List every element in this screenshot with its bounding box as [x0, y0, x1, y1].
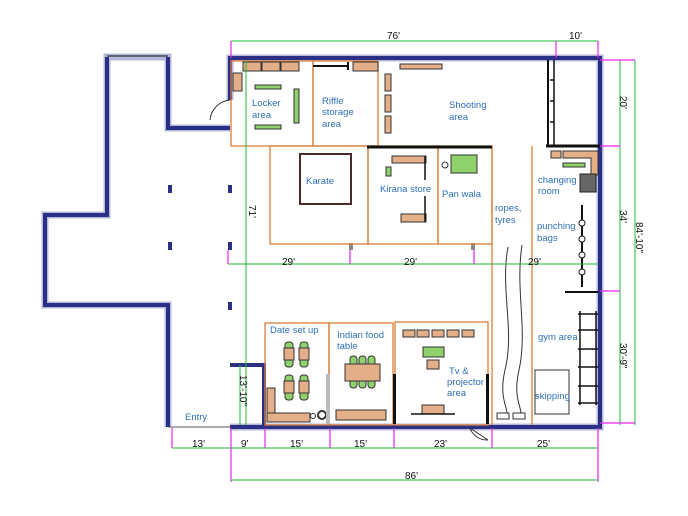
kirana-store-label: Kirana store	[380, 184, 431, 195]
dim-bot-23: 23'	[434, 439, 447, 450]
pan-wala-label: Pan wala	[442, 189, 482, 200]
date-setup-label: Date set up	[270, 325, 319, 336]
dim-top-76: 76'	[387, 31, 400, 42]
room-outlines	[230, 60, 600, 426]
dim-bot-86: 86'	[405, 471, 418, 482]
furniture	[232, 60, 599, 424]
dim-mid-29a: 29'	[282, 257, 295, 268]
dimension-labels: 76' 10' 20' 34' 84'-10" 30'-9" 71' 29' 2…	[192, 31, 644, 482]
dim-bot-9: 9'	[241, 439, 249, 450]
building-walls	[41, 53, 604, 441]
karate-label: Karate	[306, 176, 334, 187]
dim-bot-25: 25'	[537, 439, 550, 450]
gym-area-label: gym area	[538, 332, 578, 343]
dim-right-30-9: 30'-9"	[617, 343, 628, 369]
dim-bot-15a: 15'	[290, 439, 303, 450]
dim-right-20: 20'	[617, 96, 628, 109]
dim-bot-15b: 15'	[354, 439, 367, 450]
entry-label: Entry	[185, 412, 207, 423]
dim-mid-29c: 29'	[528, 257, 541, 268]
dimension-lines	[171, 40, 636, 482]
ropes-tyres-label: ropes,tyres	[495, 203, 521, 226]
door-swing-icon	[209, 99, 231, 121]
dim-entry-13-10: 13'-10"	[237, 375, 248, 406]
dim-left-71: 71'	[246, 205, 257, 218]
dim-mid-29b: 29'	[404, 257, 417, 268]
dim-top-10: 10'	[569, 31, 582, 42]
date-chairs	[283, 341, 310, 401]
dim-bot-13: 13'	[192, 439, 205, 450]
dim-right-34: 34'	[617, 210, 628, 223]
dim-right-total: 84'-10"	[633, 222, 644, 253]
skipping-label: skipping	[535, 391, 570, 402]
door-swing-icon	[469, 427, 489, 441]
entry-box-wall	[230, 363, 266, 425]
